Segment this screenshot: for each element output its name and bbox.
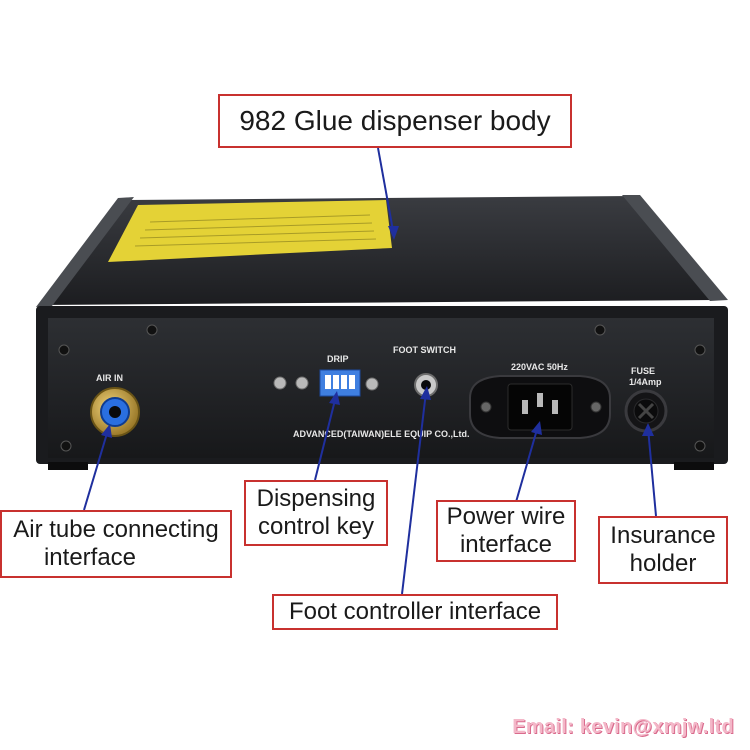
label-air-tube-line1: Air tube connecting [13,516,219,544]
fuse-holder [624,389,668,433]
foot-switch-jack [414,373,438,397]
warning-label [108,200,392,262]
label-insurance-holder: Insurance holder [598,516,728,584]
air-in-fitting [90,387,140,437]
arrow-dispensing [314,395,337,481]
label-body-text: 982 Glue dispenser body [239,104,551,136]
label-air-tube-interface: Air tube connecting interface [0,510,232,578]
arrow-fuse [647,427,657,517]
label-insurance-line2: holder [629,550,697,577]
panel-fuse-label: FUSE [631,366,655,376]
panel-voltage-label: 220VAC 50Hz [511,362,568,372]
panel-air-in-label: AIR IN [96,373,123,383]
arrow-body [377,147,395,237]
device-front-panel: AIR IN DRIP FOOT SWITCH 220VAC 50Hz FUSE… [36,306,728,470]
panel-fuse-rating: 1/4Amp [629,377,662,387]
label-power-line2: interface [459,531,553,558]
arrow-power [515,425,539,503]
arrow-foot [401,391,427,595]
label-dispensing-line1: Dispensing [256,485,376,513]
panel-maker-label: ADVANCED(TAIWAN)ELE EQUIP CO.,Ltd. [293,429,470,439]
device-top [36,195,728,307]
label-power-wire-interface: Power wire interface [436,500,576,562]
label-foot-controller-interface: Foot controller interface [272,594,558,630]
email-watermark: Email: kevin@xmjw.ltd [512,716,734,738]
label-power-line1: Power wire [446,503,566,531]
dip-switch [319,369,361,397]
label-dispensing-line2: control key [257,513,375,540]
annotation-arrows [83,147,657,595]
label-air-tube-line2: interface [43,544,137,571]
label-insurance-line1: Insurance [610,522,716,550]
arrow-air-tube [83,429,109,511]
label-dispensing-control-key: Dispensing control key [244,480,388,546]
panel-drip-label: DRIP [327,354,349,364]
label-foot-controller-text: Foot controller interface [288,598,542,626]
label-glue-dispenser-body: 982 Glue dispenser body [218,94,572,148]
panel-foot-switch-label: FOOT SWITCH [393,345,456,355]
power-socket [469,375,611,439]
